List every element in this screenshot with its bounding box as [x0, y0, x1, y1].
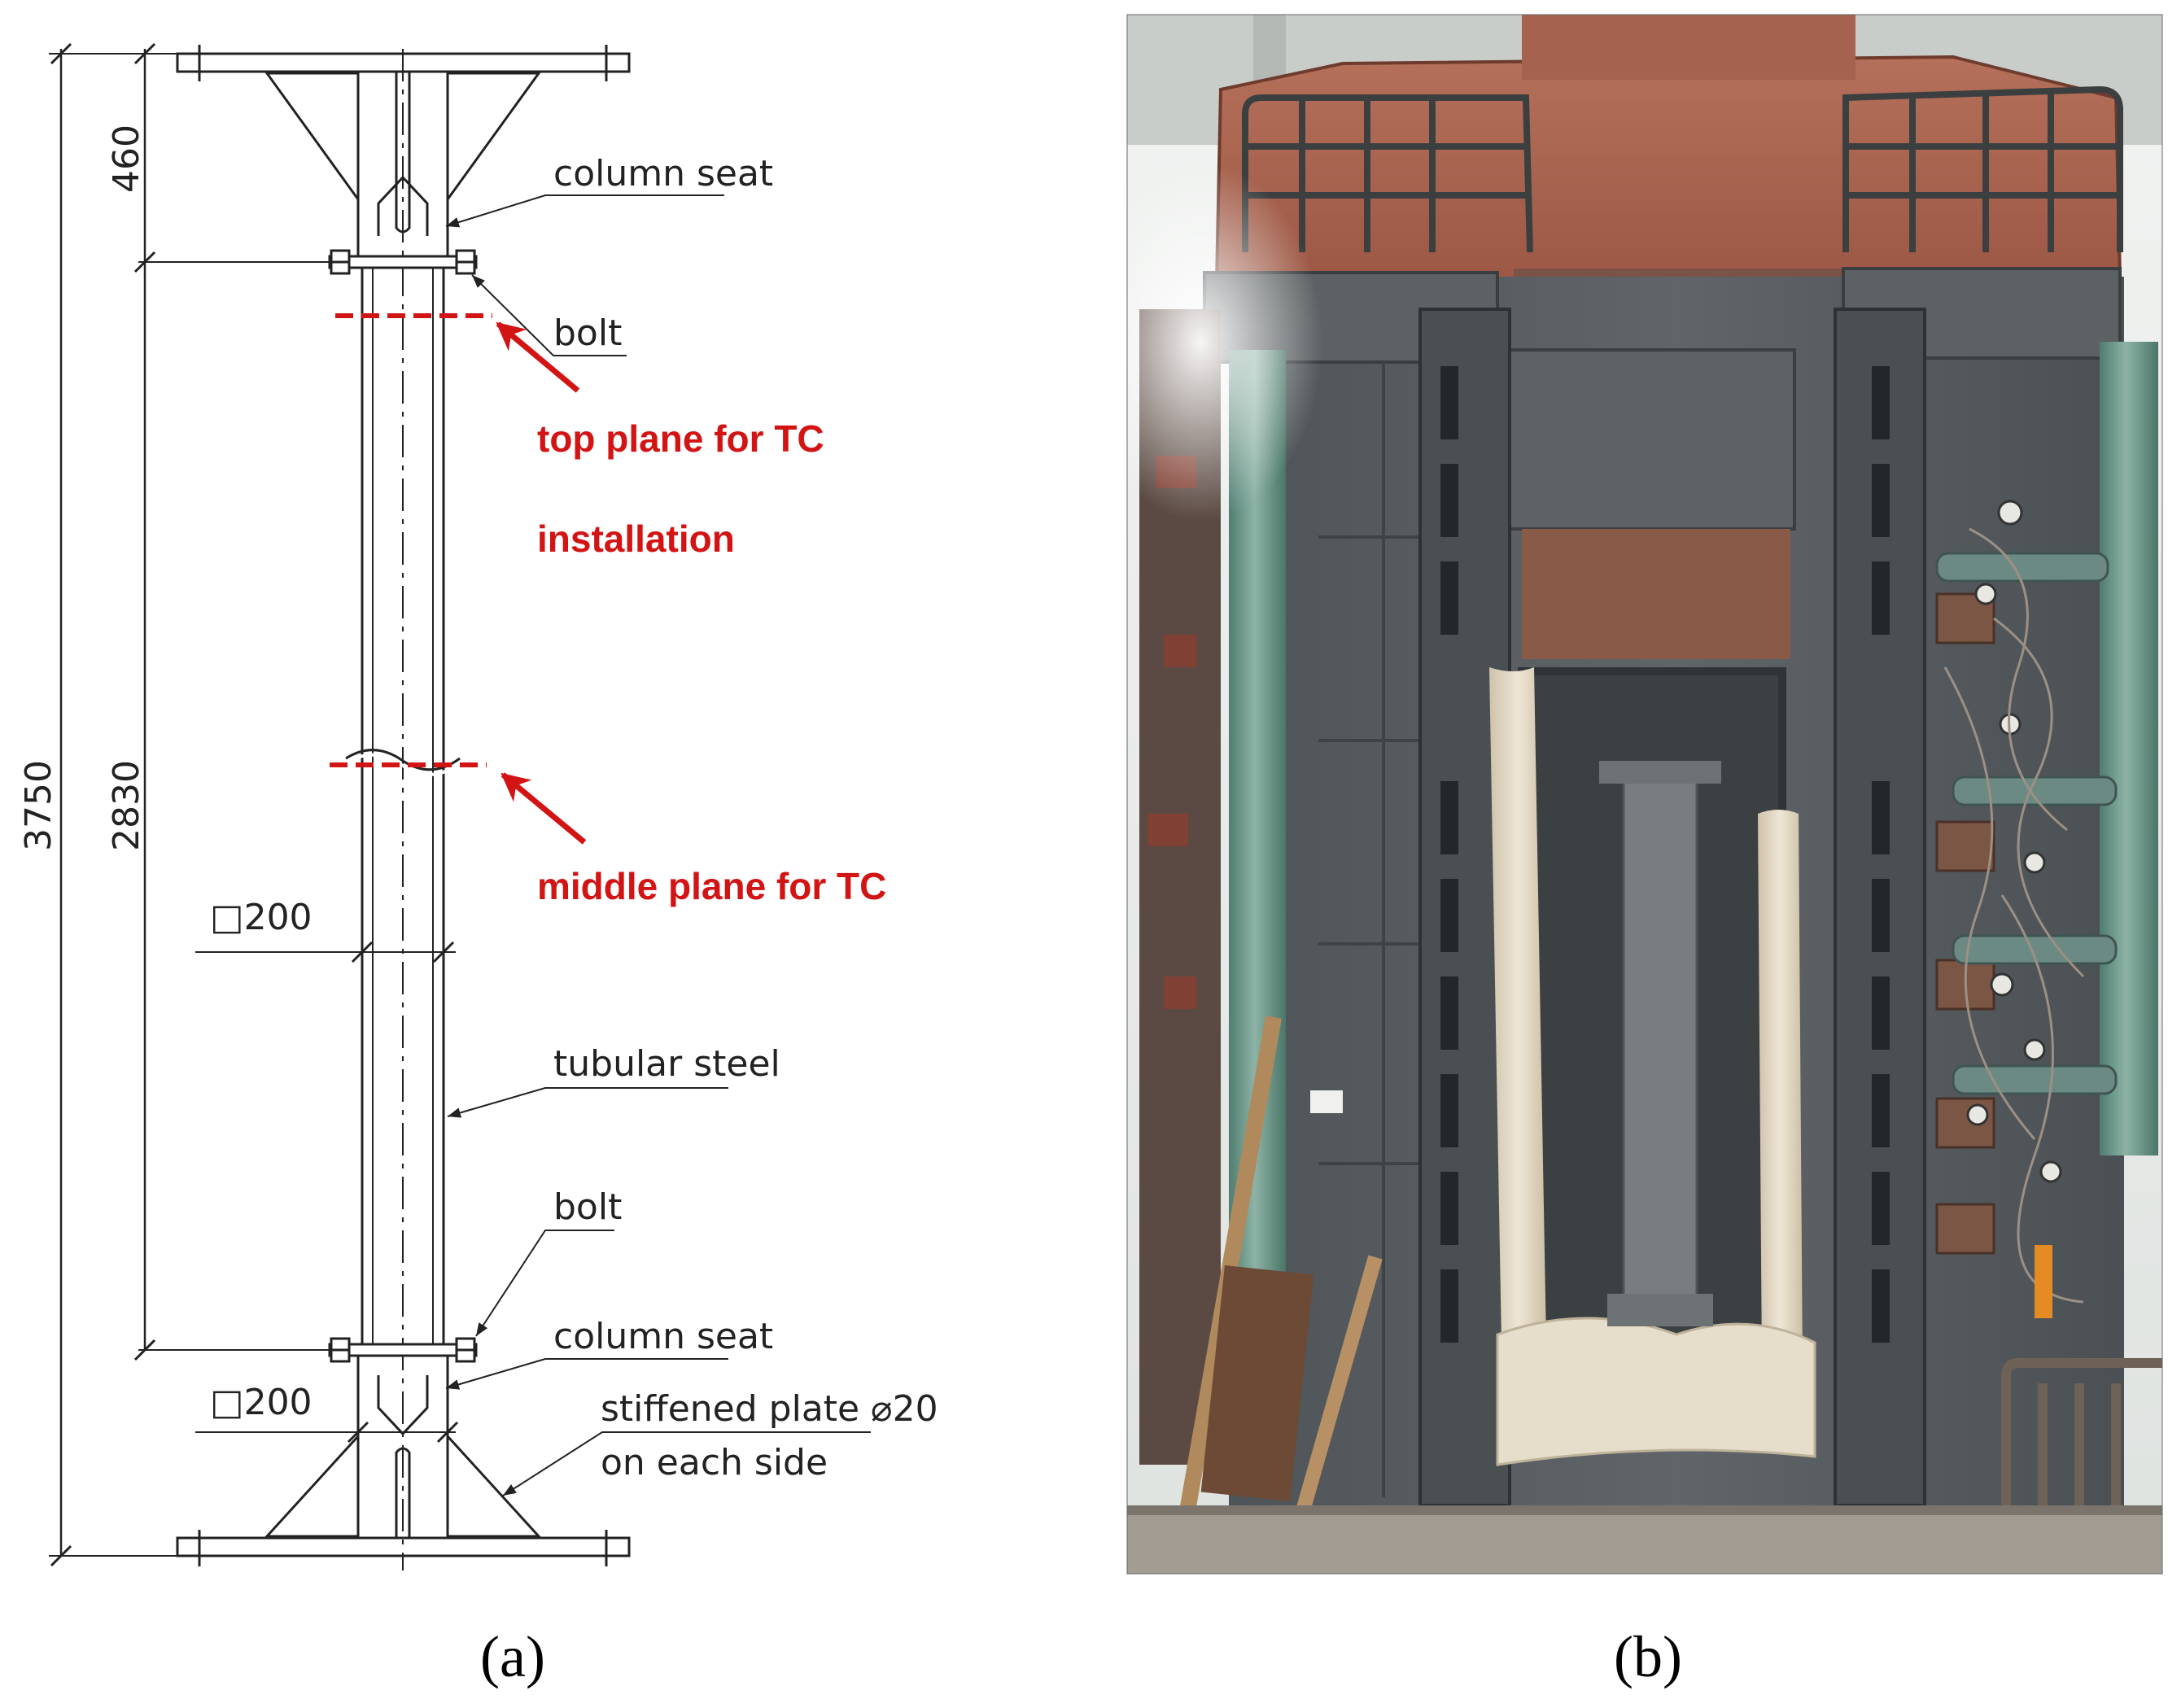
label-bolt-bottom: bolt — [553, 1186, 622, 1228]
top-stiffener-right — [446, 72, 541, 203]
insulation-left — [1489, 667, 1546, 1347]
insulation-base — [1496, 1317, 1816, 1466]
top-flange — [328, 255, 478, 269]
dimension-labels: 460 3750 2830 □200 □200 — [18, 124, 313, 1423]
right-channel — [1834, 308, 1926, 1507]
floor — [1127, 1505, 2162, 1574]
component-labels: column seat bolt tubular steel bolt colu… — [553, 153, 938, 1483]
top-bolt-right — [455, 249, 476, 275]
bottom-stiffener-right — [446, 1433, 542, 1538]
bottom-bolt-left — [330, 1337, 351, 1363]
label-column-seat-bottom: column seat — [553, 1316, 773, 1357]
label-top-plane-2: installation — [537, 518, 735, 560]
leader-column-seat-bottom — [445, 1358, 728, 1390]
leader-bolt-top — [471, 274, 627, 356]
dim-section-upper: □200 — [210, 897, 313, 938]
bottom-flange — [328, 1343, 478, 1357]
label-stiffened-plate-2: on each side — [601, 1442, 828, 1483]
right-railing — [1842, 85, 2123, 252]
label-column-seat-top: column seat — [553, 153, 773, 194]
dim-460: 460 — [106, 124, 147, 193]
label-top-plane-1: top plane for TC — [537, 417, 824, 460]
dim-2830: 2830 — [106, 760, 147, 851]
leader-column-seat-top — [445, 194, 724, 228]
top-bolt-left — [330, 249, 351, 275]
tc-planes — [330, 313, 587, 845]
label-stiffened-plate-1: stiffened plate ⌀20 — [601, 1388, 938, 1430]
leader-stiffened-plate — [502, 1431, 871, 1496]
right-pipe — [2100, 342, 2158, 1155]
tc-labels: top plane for TC installation middle pla… — [537, 417, 886, 907]
middle-tc-arrow — [500, 772, 587, 845]
caption-b: (b) — [1614, 1624, 1682, 1689]
furnace-photo — [1126, 14, 2163, 1575]
burners — [1935, 500, 2118, 1318]
plank-2 — [1295, 1255, 1383, 1516]
bottom-stiffener-left — [264, 1433, 360, 1538]
dim-3750: 3750 — [18, 760, 59, 851]
test-column — [1622, 775, 1698, 1300]
insulation-right — [1758, 810, 1803, 1371]
leader-tubular-steel — [447, 1087, 728, 1118]
caption-a: (a) — [480, 1624, 545, 1689]
dim-section-lower: □200 — [210, 1382, 313, 1423]
label-tubular-steel: tubular steel — [553, 1043, 780, 1085]
drawing-panel — [49, 42, 871, 1570]
bottom-bolt-right — [455, 1337, 476, 1363]
label-bolt-top: bolt — [553, 312, 622, 354]
top-tc-arrow — [496, 321, 580, 393]
leader-bolt-bottom — [475, 1230, 614, 1337]
left-railing — [1242, 94, 1533, 253]
label-middle-plane: middle plane for TC — [537, 865, 886, 907]
top-stiffener-left — [264, 72, 360, 203]
